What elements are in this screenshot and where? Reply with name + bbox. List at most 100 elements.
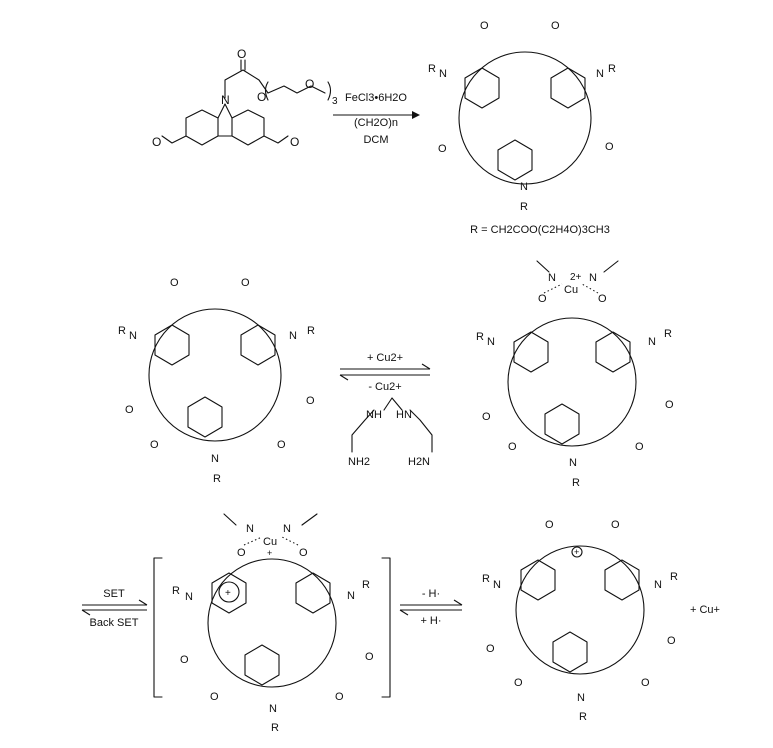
- copper-byproduct: + Cu+: [690, 604, 720, 616]
- step4-forward-label: - H·: [422, 588, 440, 600]
- complex-n-left: N: [548, 272, 556, 284]
- rc-n-left: N: [246, 523, 254, 535]
- step3-reverse-label: Back SET: [90, 617, 139, 629]
- tet-nh2-left: NH2: [348, 456, 370, 468]
- cation-methoxy-o: O: [667, 635, 676, 647]
- host-methoxy-o: O: [241, 277, 250, 289]
- product-methoxy-o: O: [438, 143, 447, 155]
- host-methoxy-o: O: [125, 404, 134, 416]
- cation-r-left: R: [482, 573, 490, 585]
- rc-o: O: [237, 547, 246, 559]
- step4-reverse-label: + H·: [420, 615, 441, 627]
- cation-charge: +: [574, 547, 579, 557]
- host-methoxy-o: O: [277, 439, 286, 451]
- complex-charge: 2+: [570, 272, 582, 283]
- cation-product: + R N N R N R O O O O O O: [482, 519, 678, 723]
- rc-n-bottom: N: [269, 703, 277, 715]
- cation-methoxy-o: O: [486, 643, 495, 655]
- rc-methoxy-o: O: [365, 651, 374, 663]
- step1-reagent-fecl3: FeCl3•6H2O: [345, 92, 407, 104]
- macrocycle-product: R N N R N R O O O O: [428, 20, 616, 213]
- host-n-left: N: [129, 330, 137, 342]
- step2-equilibrium: + Cu2+ - Cu2+: [339, 352, 431, 393]
- step3-forward-label: SET: [103, 588, 125, 600]
- complex-r-right: R: [664, 328, 672, 340]
- tet-nh-right: HN: [396, 409, 412, 421]
- step1-conditions: FeCl3•6H2O (CH2O)n DCM: [333, 92, 420, 146]
- complex-methoxy-o: O: [635, 441, 644, 453]
- product-r-left: R: [428, 63, 436, 75]
- step4-equilibrium: - H· + H·: [399, 588, 463, 627]
- host-methoxy-o: O: [150, 439, 159, 451]
- radical-cation-complex: N N Cu + + O O R N N R N R O O O O: [153, 513, 391, 734]
- step1-reagent-paraformaldehyde: (CH2O)n: [354, 117, 398, 129]
- product-r-bottom: R: [520, 201, 528, 213]
- product-methoxy-o: O: [480, 20, 489, 32]
- cation-r-right: R: [670, 571, 678, 583]
- complex-o: O: [538, 293, 547, 305]
- product-methoxy-o: O: [605, 141, 614, 153]
- cation-n-left: N: [493, 579, 501, 591]
- rc-methoxy-o: O: [180, 654, 189, 666]
- complex-methoxy-o: O: [665, 399, 674, 411]
- complex-n-bottom: N: [569, 457, 577, 469]
- step2-forward-label: + Cu2+: [367, 352, 403, 364]
- step1-solvent: DCM: [363, 134, 388, 146]
- rc-r-bottom: R: [271, 722, 279, 734]
- rc-cu: Cu: [263, 536, 277, 548]
- rc-r-left: R: [172, 585, 180, 597]
- rc-o: O: [299, 547, 308, 559]
- cation-methoxy-o: O: [641, 677, 650, 689]
- rc-n-left-ring: N: [185, 591, 193, 603]
- monomer-structure: N O O O 3 O O: [152, 47, 338, 149]
- complex-o: O: [598, 293, 607, 305]
- complex-n-right-ring: N: [648, 336, 656, 348]
- host-methoxy-o: O: [306, 395, 315, 407]
- macrocycle-free-host: R N N R N R O O O O O O: [118, 277, 315, 485]
- complex-n-left-ring: N: [487, 336, 495, 348]
- complex-n-right: N: [589, 272, 597, 284]
- rc-methoxy-o: O: [210, 691, 219, 703]
- host-n-bottom: N: [211, 453, 219, 465]
- rc-methoxy-o: O: [335, 691, 344, 703]
- cation-methoxy-o: O: [545, 519, 554, 531]
- rc-ring-charge: +: [225, 588, 231, 599]
- product-r-right: R: [608, 63, 616, 75]
- monomer-methoxy-o-left: O: [152, 135, 161, 149]
- monomer-repeat-count: 3: [332, 96, 338, 107]
- product-n-bottom: N: [520, 181, 528, 193]
- host-r-right: R: [307, 325, 315, 337]
- monomer-carbonyl-o: O: [237, 47, 246, 61]
- rc-n-right: N: [283, 523, 291, 535]
- step2-reverse-label: - Cu2+: [368, 381, 401, 393]
- tet-nh-left: NH: [366, 409, 382, 421]
- cation-n-bottom: N: [577, 692, 585, 704]
- product-n-left: N: [439, 68, 447, 80]
- rc-cu-charge: +: [267, 548, 272, 558]
- product-n-right: N: [596, 68, 604, 80]
- cation-methoxy-o: O: [611, 519, 620, 531]
- complex-r-left: R: [476, 331, 484, 343]
- monomer-peg-o: O: [305, 77, 314, 91]
- cation-methoxy-o: O: [514, 677, 523, 689]
- complex-methoxy-o: O: [482, 411, 491, 423]
- rc-n-right-ring: N: [347, 590, 355, 602]
- step3-equilibrium: SET Back SET: [81, 588, 148, 629]
- copper-complex: N N 2+ Cu O O R N N R N R O O O O: [476, 260, 674, 489]
- host-n-right: N: [289, 330, 297, 342]
- r-group-definition: R = CH2COO(C2H4O)3CH3: [470, 224, 610, 236]
- tet-nh2-right: H2N: [408, 456, 430, 468]
- host-r-left: R: [118, 325, 126, 337]
- triethylenetetramine-structure: NH HN NH2 H2N: [348, 397, 433, 468]
- monomer-ester-o: O: [257, 90, 266, 104]
- complex-r-bottom: R: [572, 477, 580, 489]
- monomer-methoxy-o-right: O: [290, 135, 299, 149]
- monomer-n-label: N: [221, 93, 230, 107]
- rc-r-right: R: [362, 579, 370, 591]
- complex-methoxy-o: O: [508, 441, 517, 453]
- cation-r-bottom: R: [579, 711, 587, 723]
- host-methoxy-o: O: [170, 277, 179, 289]
- cation-n-right: N: [654, 579, 662, 591]
- product-methoxy-o: O: [551, 20, 560, 32]
